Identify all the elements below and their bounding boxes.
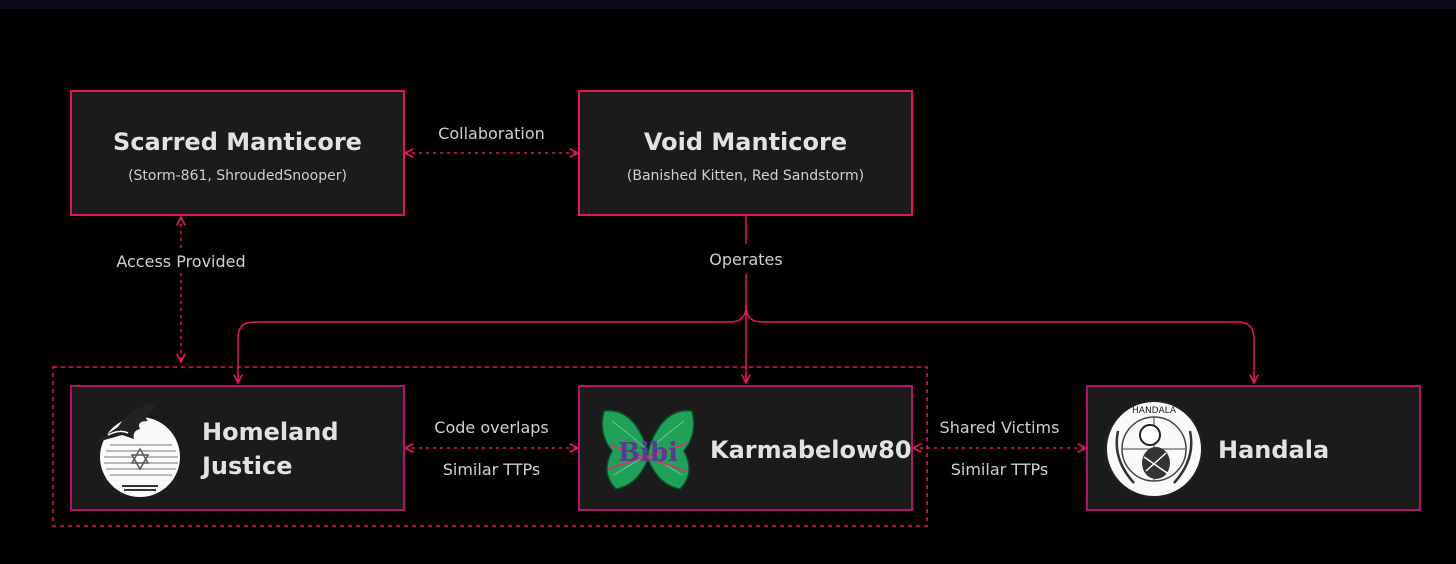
- void-manticore-node: Void Manticore (Banished Kitten, Red San…: [578, 90, 913, 216]
- scarred-manticore-title: Scarred Manticore: [113, 128, 362, 156]
- handala-emblem-icon: HANDALA: [1105, 400, 1203, 498]
- handala-title: Handala: [1218, 436, 1330, 464]
- void-manticore-title: Void Manticore: [643, 128, 848, 156]
- collaboration-label: Collaboration: [438, 124, 545, 143]
- shared-victims-label: Shared Victims: [939, 418, 1060, 437]
- void-manticore-aliases: (Banished Kitten, Red Sandstorm): [626, 168, 865, 184]
- homeland-justice-title-line2: Justice: [202, 452, 293, 480]
- operates-branch-right: [745, 305, 1254, 383]
- access-provided-label: Access Provided: [96, 250, 266, 273]
- eagle-star-emblem-icon: [94, 403, 180, 497]
- svg-text:HANDALA: HANDALA: [1132, 406, 1177, 416]
- karmabelow80-node: Bibi Karmabelow80: [578, 385, 913, 511]
- scarred-manticore-aliases: (Storm-861, ShroudedSnooper): [128, 168, 347, 184]
- handala-node: HANDALA Handala: [1086, 385, 1421, 511]
- karmabelow80-title: Karmabelow80: [710, 436, 912, 464]
- green-butterfly-icon: Bibi: [601, 409, 695, 490]
- operates-branch-left: [238, 305, 747, 383]
- scarred-manticore-node: Scarred Manticore (Storm-861, ShroudedSn…: [70, 90, 405, 216]
- svg-text:Bibi: Bibi: [618, 438, 678, 468]
- code-overlaps-label: Code overlaps: [434, 418, 549, 437]
- similar-ttps-label-right: Similar TTPs: [950, 460, 1049, 479]
- operates-label: Operates: [709, 250, 783, 269]
- top-edge-bar: [0, 0, 1456, 9]
- homeland-justice-title-line1: Homeland: [202, 418, 339, 446]
- similar-ttps-label: Similar TTPs: [442, 460, 541, 479]
- homeland-justice-node: Homeland Justice: [70, 385, 405, 511]
